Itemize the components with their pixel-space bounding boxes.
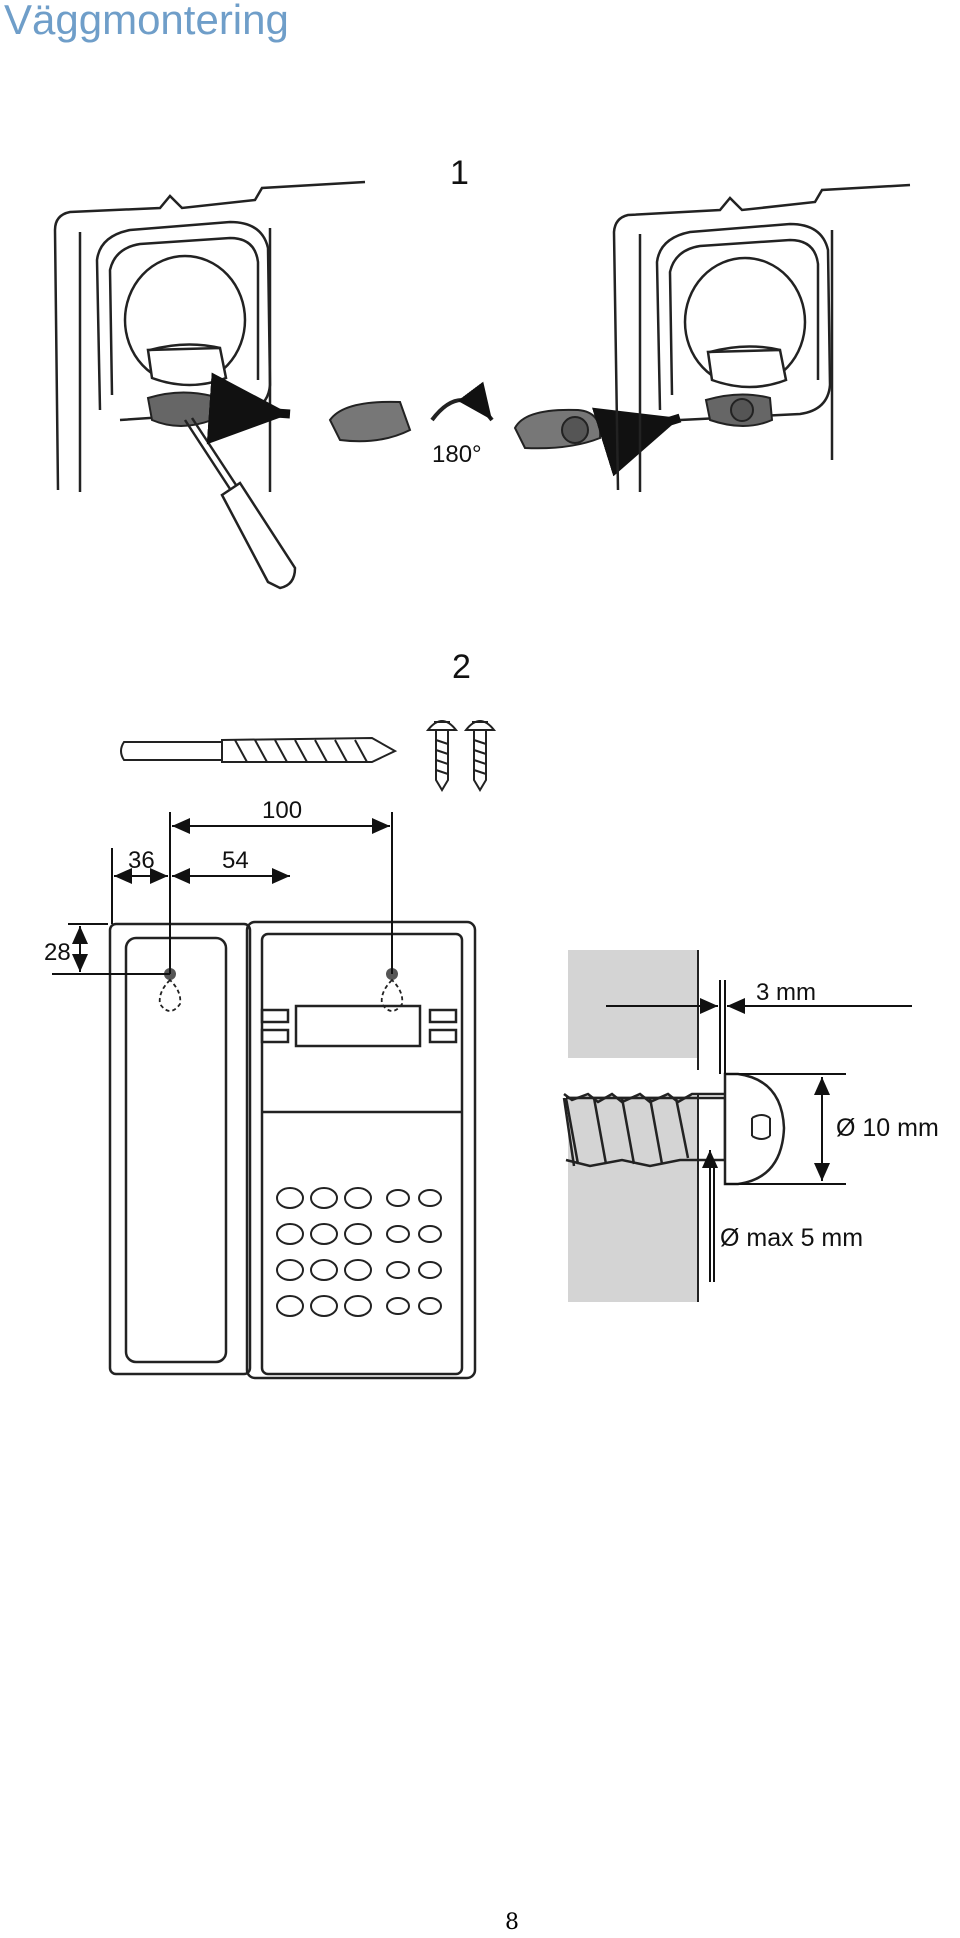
screws-icon — [425, 720, 497, 792]
screwdriver-icon — [183, 417, 297, 590]
head-diameter-label: Ø 10 mm — [836, 1114, 939, 1142]
dimension-28: 28 — [44, 939, 71, 966]
page-title: Väggmontering — [4, 0, 289, 43]
mounting-holes — [158, 968, 404, 1012]
dimension-36: 36 — [128, 847, 155, 874]
dimension-54: 54 — [222, 847, 249, 874]
step-2-number: 2 — [452, 648, 471, 686]
drill-bit-icon — [120, 736, 398, 763]
clip-removed-highlight — [146, 391, 213, 427]
step-1-number: 1 — [450, 154, 469, 192]
shaft-diameter-label: Ø max 5 mm — [720, 1224, 863, 1252]
screw-dimension-lines — [606, 980, 912, 1282]
arrow-remove-clip — [206, 372, 291, 445]
arrow-insert-clip — [591, 407, 682, 477]
rotation-label: 180° — [432, 441, 482, 468]
clip-part-icon — [328, 400, 412, 443]
gap-label: 3 mm — [756, 979, 816, 1006]
wall-section — [568, 950, 699, 1302]
dimension-lines — [52, 812, 393, 975]
phone-front-outline — [108, 920, 477, 1380]
clip-inserted-highlight — [704, 393, 774, 427]
rotate-arrow-icon — [430, 381, 494, 422]
screw-detail-icon — [562, 1058, 786, 1186]
page-number: 8 — [505, 1910, 519, 1935]
clip-rotated-icon — [513, 408, 602, 450]
dimension-100: 100 — [262, 797, 302, 824]
keypad-buttons — [276, 1187, 442, 1317]
phone-cradle-after — [612, 183, 911, 492]
phone-cradle-before — [53, 180, 366, 492]
